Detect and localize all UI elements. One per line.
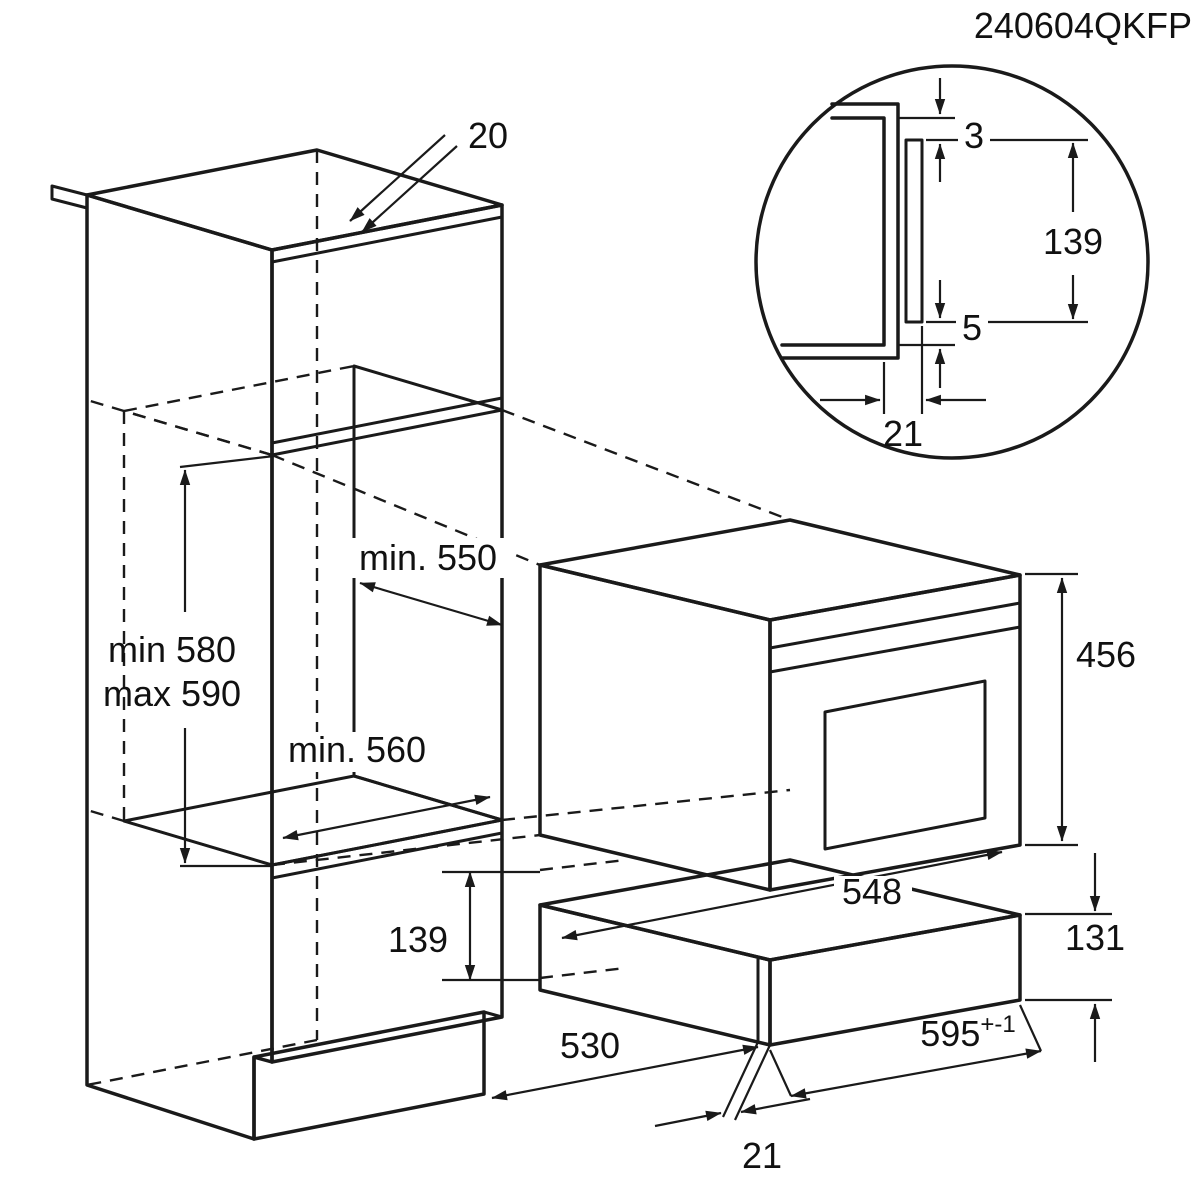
dim-lower-clearance-label: 139 xyxy=(388,919,448,960)
dim-drawer-height: 131 xyxy=(1025,853,1125,1062)
dim-front-width-label: 595+-1 xyxy=(920,1011,1015,1054)
dim-niche-height: min 580 max 590 xyxy=(103,454,275,868)
dim-front-width: 595+-1 xyxy=(768,1004,1043,1099)
oven-door-window xyxy=(823,679,987,851)
dim-top-panel-label: 20 xyxy=(468,115,508,156)
drawing-code: 240604QKFP xyxy=(974,5,1192,46)
dim-body-width-label: 548 xyxy=(842,871,902,912)
projection-lines xyxy=(271,408,791,867)
dim-base-depth: 530 xyxy=(491,1025,759,1101)
detail-gap-bottom-label: 5 xyxy=(962,307,982,348)
dim-niche-width-label: min. 560 xyxy=(288,729,426,770)
detail-gap-top-label: 3 xyxy=(964,115,984,156)
detail-panel-thickness-label: 21 xyxy=(883,413,923,454)
detail-dim-front-height: 139 xyxy=(1043,142,1103,320)
detail-dim-gap-bottom: 5 xyxy=(898,280,988,388)
detail-dim-panel-thickness: 21 xyxy=(820,326,986,454)
dim-drawer-height-label: 131 xyxy=(1065,917,1125,958)
dim-lower-clearance: 139 xyxy=(388,858,626,982)
dim-niche-depth: min. 550 xyxy=(348,537,513,627)
dim-appliance-height-label: 456 xyxy=(1076,634,1136,675)
dim-base-thickness-label: 21 xyxy=(742,1135,782,1176)
dim-niche-height-max-label: max 590 xyxy=(103,673,241,714)
detail-door-section xyxy=(904,138,924,324)
dim-appliance-height: 456 xyxy=(1025,572,1136,847)
dim-base-depth-label: 530 xyxy=(560,1025,620,1066)
detail-dim-gap-top: 3 xyxy=(898,78,990,182)
dim-top-panel: 20 xyxy=(349,115,508,233)
dim-niche-height-min-label: min 580 xyxy=(108,629,236,670)
detail-front-height-label: 139 xyxy=(1043,221,1103,262)
dim-body-width: 548 xyxy=(561,849,1003,941)
dim-base-thickness: 21 xyxy=(654,1041,811,1176)
dim-niche-width: min. 560 xyxy=(278,729,491,841)
detail-circle: 3 139 5 21 xyxy=(754,64,1150,460)
oven xyxy=(538,518,1022,892)
dim-niche-depth-label: min. 550 xyxy=(359,537,497,578)
